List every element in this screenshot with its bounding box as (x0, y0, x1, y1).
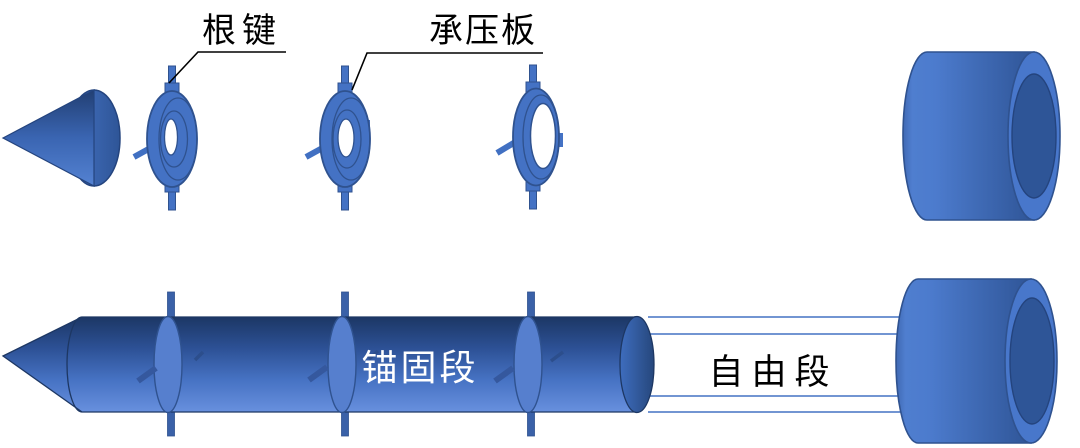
ring-rim-edge (158, 97, 198, 181)
anchor-rod-body (1, 315, 655, 414)
casing-tube-bottom (895, 278, 1058, 444)
root-key-lateral-near (136, 365, 158, 384)
free-segment-label: 自由段 (708, 353, 837, 392)
root-key-lateral-near (493, 365, 515, 384)
root-key-lateral-far (367, 349, 380, 361)
ring-inner-edge (332, 109, 362, 169)
root-key-pin-far-end (557, 133, 563, 147)
leader-line-bearing-plate (351, 52, 543, 91)
assembled-view-row: 锚固段 自由段 (1, 278, 1058, 444)
bearing-plate-label: 承压板 (429, 12, 537, 50)
bearing-plate-edge-1 (153, 315, 183, 414)
annotations: 根键 承压板 (168, 12, 543, 91)
tube-bore (1009, 297, 1055, 425)
root-key-label: 根键 (202, 12, 282, 50)
casing-tube-top (902, 51, 1061, 221)
leader-line-root-key (168, 51, 286, 84)
tube-body (902, 51, 1035, 221)
tube-bore (1011, 73, 1057, 199)
ring-rim-edge (331, 97, 371, 181)
anchored-segment-end-cap (619, 315, 655, 414)
center-hole (337, 118, 355, 158)
exploded-view-row (1, 51, 1061, 221)
ring-inner-edge (159, 110, 189, 168)
bearing-plate-unit-3 (495, 64, 563, 210)
bearing-plate-unit-2 (304, 65, 371, 211)
center-hole (163, 118, 179, 156)
root-key-lateral-far (193, 350, 205, 362)
anchored-segment-label: 锚固段 (361, 347, 478, 388)
free-segment-lines (648, 316, 908, 413)
center-hole (529, 102, 557, 170)
root-key-lateral-far (549, 350, 565, 363)
ring-rim-edge (522, 94, 560, 180)
cone-body (1, 89, 95, 187)
bearing-plate-edge-2 (327, 315, 357, 414)
cone-junction-arc (66, 316, 83, 413)
bearing-plate-edge-3 (513, 315, 543, 414)
tube-body (895, 278, 1032, 444)
bearing-plate-unit-1 (132, 65, 198, 211)
anchor-tip-cone (1, 89, 121, 187)
root-key-lateral-near (307, 364, 329, 383)
